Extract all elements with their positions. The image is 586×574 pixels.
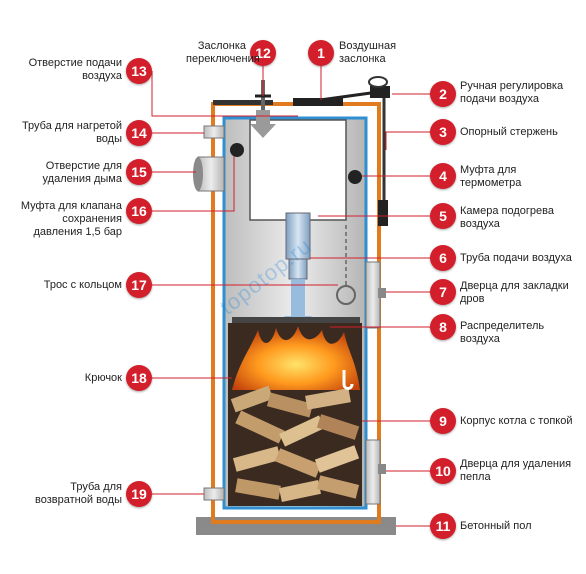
regulator-wheel [368, 76, 388, 88]
down-arrow [250, 110, 276, 138]
fuel-door [365, 261, 381, 329]
callout-13-label: Отверстие подачи воздуха [28, 57, 122, 82]
callout-11-label: Бетонный пол [460, 520, 532, 532]
callout-8-label: Распределитель воздуха [460, 320, 545, 345]
air-heating-chamber [249, 119, 347, 221]
callout-16-badge: 16 [126, 198, 152, 224]
air-damper [293, 98, 343, 106]
thermometer-sleeve [348, 170, 362, 184]
callout-7-label: Дверца для закладки дров [460, 280, 569, 305]
air-distributor [232, 317, 360, 323]
valve-sleeve [230, 143, 244, 157]
damper-rod [319, 90, 379, 102]
top-plate [213, 100, 273, 105]
callout-9-label: Корпус котла с топкой [460, 415, 573, 427]
support-rod-block [378, 200, 388, 226]
callout-19-label: Труба для возвратной воды [35, 481, 122, 506]
callout-15-badge: 15 [126, 159, 152, 185]
callout-17-badge: 17 [126, 272, 152, 298]
callout-12-badge: 12 [250, 40, 276, 66]
callout-3-label: Опорный стержень [460, 126, 558, 138]
callout-16-label: Муфта для клапана сохранения давления 1,… [20, 200, 122, 238]
callout-18-badge: 18 [126, 365, 152, 391]
return-water-pipe [203, 487, 225, 501]
callout-6-badge: 6 [430, 245, 456, 271]
concrete-floor [196, 517, 396, 535]
callout-1-badge: 1 [308, 40, 334, 66]
hook [342, 370, 354, 390]
callout-2-badge: 2 [430, 81, 456, 107]
callout-7-badge: 7 [430, 279, 456, 305]
callout-11-badge: 11 [430, 513, 456, 539]
callout-18-label: Крючок [84, 372, 122, 384]
hot-water-pipe [203, 125, 225, 139]
callout-4-label: Муфта для термометра [460, 164, 522, 189]
callout-13-badge: 13 [126, 58, 152, 84]
callout-1-label: Воздушная заслонка [339, 40, 397, 65]
leader-lines [151, 63, 442, 527]
cable-ring [336, 285, 356, 305]
ash-door [365, 439, 381, 505]
callout-5-badge: 5 [430, 203, 456, 229]
callout-12-label: Заслонка переключения [186, 40, 260, 65]
firewood-stack [230, 385, 360, 503]
fuel-door-handle [378, 288, 386, 298]
fire [232, 326, 360, 390]
callout-14-label: Труба для нагретой воды [21, 120, 122, 145]
manual-regulator [370, 86, 390, 98]
callout-8-badge: 8 [430, 314, 456, 340]
callout-5-label: Камера подогрева воздуха [460, 205, 554, 230]
callout-19-badge: 19 [126, 481, 152, 507]
callout-6-label: Труба подачи воздуха [460, 252, 572, 264]
ash-door-handle [378, 464, 386, 474]
callout-2-label: Ручная регулировка подачи воздуха [460, 80, 564, 105]
callout-10-badge: 10 [430, 458, 456, 484]
callout-14-badge: 14 [126, 120, 152, 146]
callout-3-badge: 3 [430, 119, 456, 145]
callout-15-label: Отверстие для удаления дыма [42, 160, 122, 185]
callout-9-badge: 9 [430, 408, 456, 434]
callout-10-label: Дверца для удаления пепла [460, 458, 572, 483]
callout-17-label: Трос с кольцом [43, 279, 122, 291]
smoke-outlet-rim [193, 157, 203, 191]
callout-4-badge: 4 [430, 163, 456, 189]
